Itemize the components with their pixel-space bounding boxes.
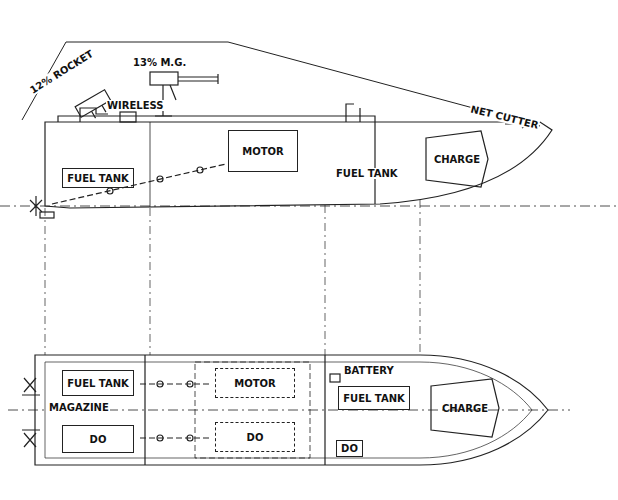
- ditto-box: DO: [62, 425, 134, 453]
- charge-outline: [431, 379, 499, 437]
- ditto-box: DO: [215, 422, 295, 452]
- motor-box: MOTOR: [228, 130, 298, 172]
- motor-box: MOTOR: [215, 368, 295, 398]
- weapon-label: 12% ROCKET: [27, 47, 96, 96]
- equipment-label: NET CUTTER: [469, 103, 541, 131]
- weapon-label: 13% M.G.: [132, 57, 187, 68]
- ditto-box: DO: [336, 440, 363, 457]
- equipment-label: WIRELESS: [106, 100, 164, 111]
- part-label: FUEL TANK: [335, 168, 399, 179]
- part-label: MOTOR: [233, 378, 276, 389]
- part-label: MAGAZINE: [48, 402, 110, 413]
- part-label: FUEL TANK: [342, 393, 406, 404]
- part-label: DO: [89, 434, 108, 445]
- part-label: CHARGE: [433, 154, 481, 165]
- charge-box: CHARGE: [425, 130, 489, 188]
- part-label: DO: [340, 443, 359, 454]
- part-label: DO: [246, 432, 265, 443]
- part-label: FUEL TANK: [66, 173, 130, 184]
- part-label: FUEL TANK: [66, 378, 130, 389]
- part-label: MOTOR: [241, 146, 284, 157]
- charge-outline: [426, 131, 488, 187]
- part-label: CHARGE: [441, 403, 489, 414]
- charge-box: CHARGE: [430, 378, 500, 438]
- fuel-tank-box: FUEL TANK: [62, 168, 134, 188]
- part-label: BATTERY: [343, 365, 395, 376]
- fuel-tank-box: FUEL TANK: [338, 386, 410, 410]
- fuel-tank-box: FUEL TANK: [62, 370, 134, 396]
